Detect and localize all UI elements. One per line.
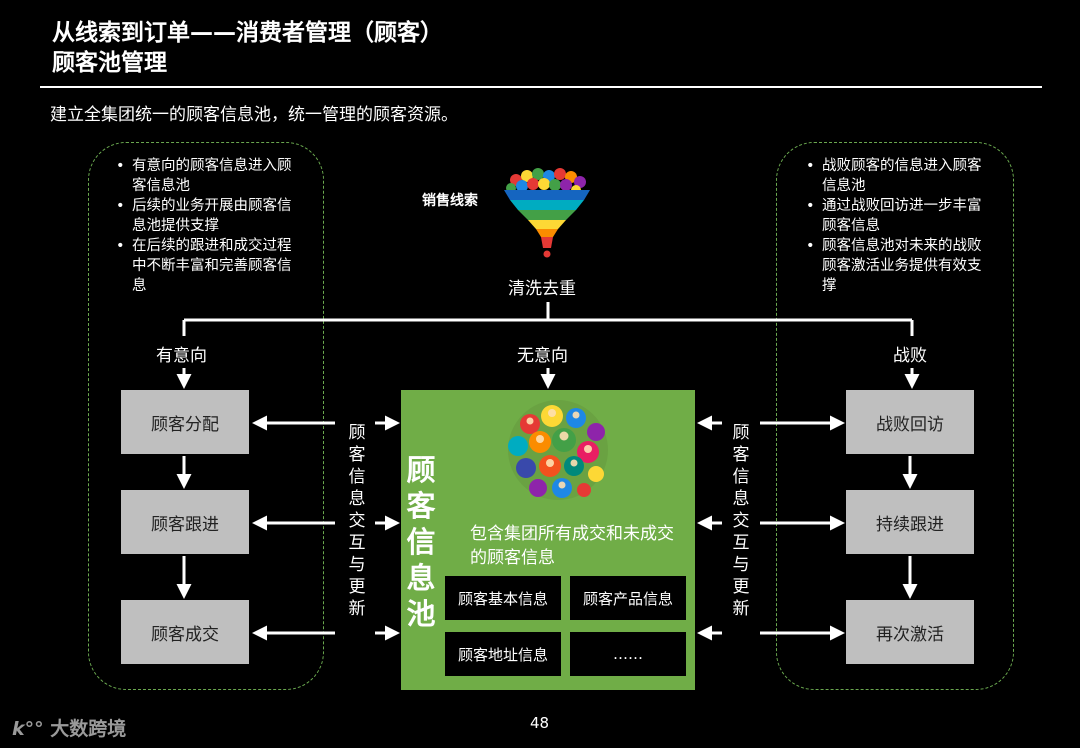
step-customer-allocation: 顾客分配 (121, 390, 249, 454)
sales-funnel-icon (502, 166, 592, 258)
page-number: 48 (530, 714, 549, 732)
right-exchange-label: 顾 客 信 息 交 互 与 更 新 (731, 422, 751, 620)
info-block-more: …… (570, 632, 686, 676)
people-cloud-icon (500, 396, 616, 504)
info-block-product: 顾客产品信息 (570, 576, 686, 620)
pool-description: 包含集团所有成交和未成交的顾客信息 (470, 522, 680, 570)
brand-logo: k°° 大数跨境 (12, 714, 126, 741)
left-exchange-label: 顾 客 信 息 交 互 与 更 新 (347, 422, 367, 620)
funnel-label: 销售线索 (422, 190, 478, 210)
pool-title: 顾 客 信 息 池 (406, 452, 436, 632)
cleanse-label: 清洗去重 (508, 274, 576, 299)
logo-text: 大数跨境 (50, 718, 126, 740)
step-continued-followup: 持续跟进 (846, 490, 974, 554)
step-reactivation: 再次激活 (846, 600, 974, 664)
branch-label-not-interested: 无意向 (517, 341, 568, 366)
branch-label-interested: 有意向 (156, 341, 207, 366)
step-lost-revisit: 战败回访 (846, 390, 974, 454)
info-block-basic: 顾客基本信息 (445, 576, 561, 620)
step-customer-deal: 顾客成交 (121, 600, 249, 664)
info-block-address: 顾客地址信息 (445, 632, 561, 676)
logo-mark-icon: k°° (12, 718, 44, 740)
step-customer-followup: 顾客跟进 (121, 490, 249, 554)
branch-label-lost: 战败 (893, 341, 927, 366)
